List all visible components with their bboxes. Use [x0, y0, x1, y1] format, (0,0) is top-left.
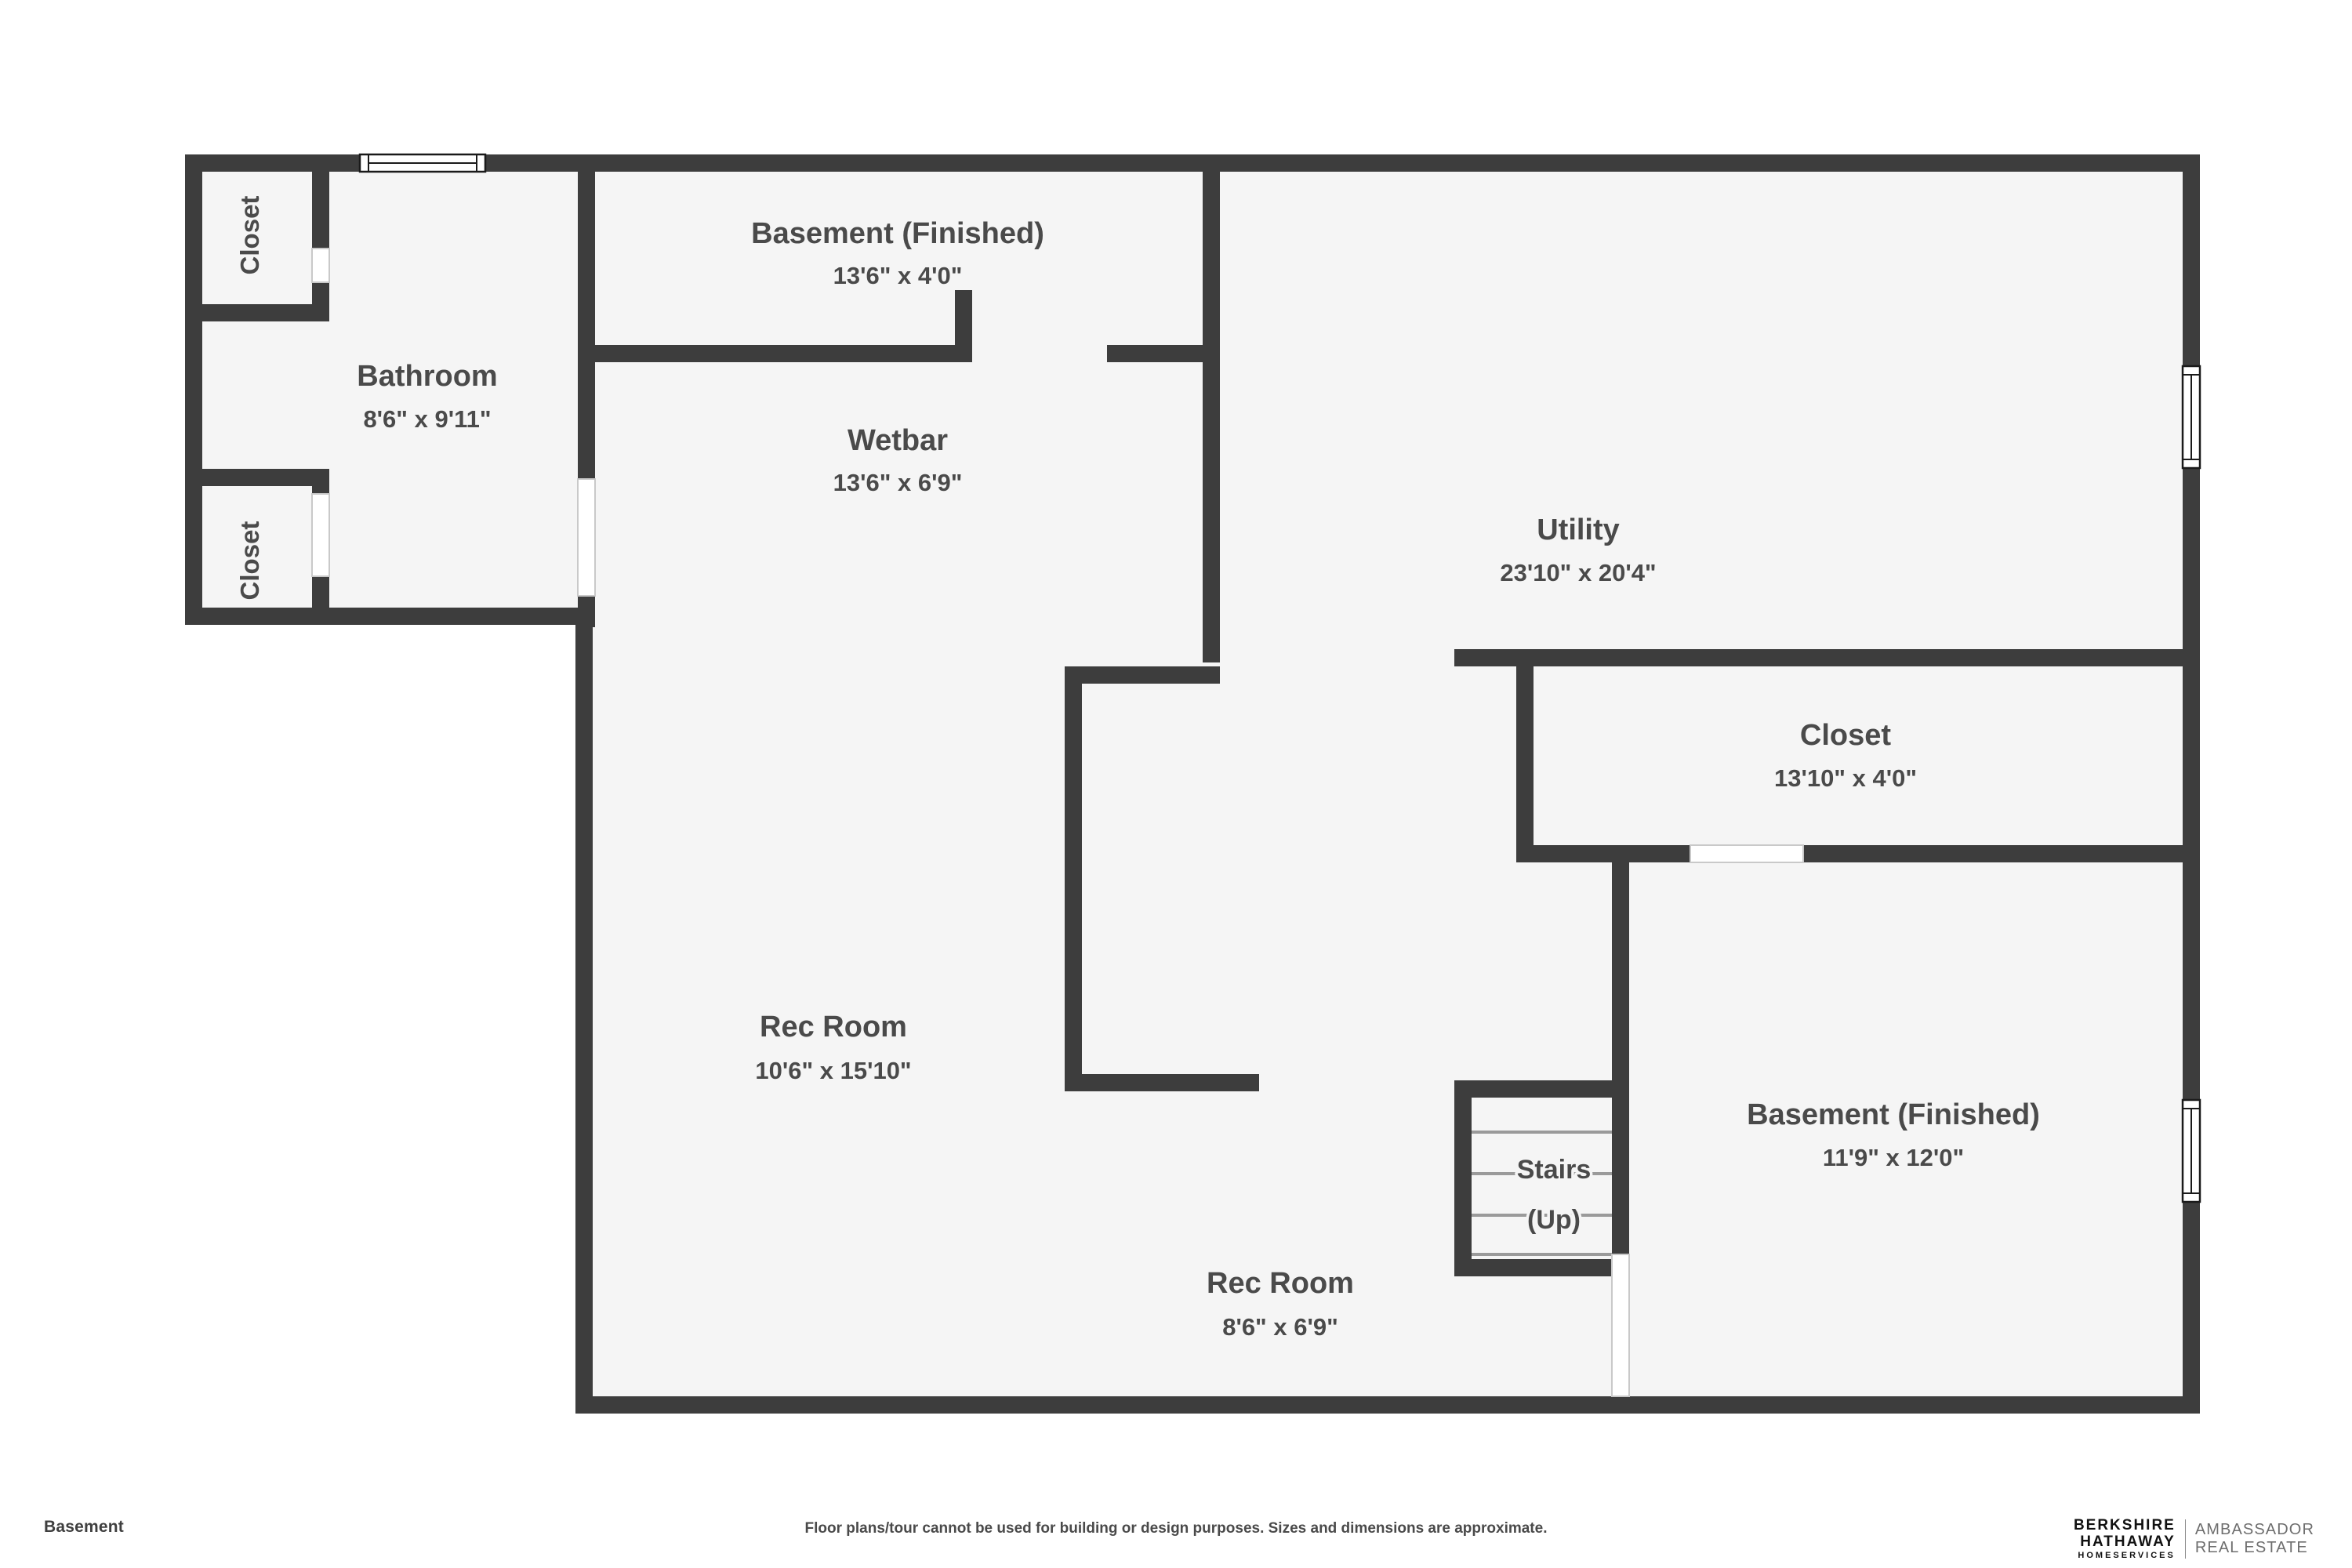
wall-outer-bottom-left-arm: [185, 608, 593, 625]
brand-divider: [2184, 1519, 2186, 1559]
wall-center-c-top: [1065, 666, 1220, 684]
wall-bathroom-right-lower: [578, 596, 595, 627]
wall-outer-left-lower: [575, 608, 593, 1414]
room-labels: Closet Closet Bathroom 8'6" x 9'11" Base…: [233, 193, 2043, 1343]
room-label-basement-finished-top: Basement (Finished): [751, 217, 1044, 250]
berkshire-hathaway-wordmark: BERKSHIRE HATHAWAY HOMESERVICES: [2073, 1517, 2176, 1561]
wall-basement-top-strip-stub: [955, 290, 972, 362]
walls: [185, 154, 2200, 1414]
door-openings: [311, 248, 1804, 1397]
wall-bathroom-right-upper: [578, 154, 595, 479]
window-right-upper: [2181, 365, 2201, 470]
room-label-closet-top: Closet: [235, 196, 264, 275]
door-stairs-exit: [1611, 1254, 1630, 1397]
wall-outer-top-left: [185, 154, 320, 172]
door-bathroom: [577, 478, 596, 597]
wall-outer-right: [2183, 154, 2200, 1414]
floor-fills: [185, 161, 2183, 1407]
room-dims-bathroom: 8'6" x 9'11": [363, 405, 491, 433]
brand-line-1: BERKSHIRE: [2073, 1517, 2176, 1534]
floor-main: [185, 161, 2183, 1407]
room-dims-rec-room-small: 8'6" x 6'9": [1222, 1313, 1338, 1341]
wall-closet-bottom-right-lower: [312, 576, 329, 625]
wall-stairs-left: [1454, 1080, 1472, 1267]
wall-outer-left: [185, 154, 202, 625]
room-label-rec-room-small: Rec Room: [1207, 1267, 1354, 1300]
room-dims-utility: 23'10" x 20'4": [1500, 559, 1656, 586]
room-dims-basement-finished-bottom: 11'9" x 12'0": [1823, 1144, 1964, 1171]
wall-closet-top-right: [312, 154, 329, 249]
room-dims-rec-room-large: 10'6" x 15'10": [755, 1057, 911, 1084]
wall-utility-closet-top: [1454, 649, 2183, 666]
stairs-label-line2: (Up): [1527, 1205, 1581, 1235]
wall-lower-basement-left-mid: [1612, 1082, 1629, 1254]
wall-outer-top-right: [320, 154, 2200, 172]
wall-wetbar-top-stub: [1107, 345, 1217, 362]
wall-closet-bottom-top: [185, 469, 329, 486]
wall-basement-top-strip-bottom: [593, 345, 972, 362]
wall-closet-bottom-right-upper: [312, 469, 329, 494]
wall-center-vertical-upper: [1203, 161, 1220, 662]
wall-lower-basement-left-upper: [1612, 855, 1629, 1082]
ambassador-wordmark: AMBASSADOR REAL ESTATE: [2195, 1521, 2314, 1558]
level-label: Basement: [44, 1518, 124, 1536]
room-dims-basement-finished-top: 13'6" x 4'0": [833, 262, 963, 289]
room-label-utility: Utility: [1537, 514, 1620, 546]
window-right-lower: [2181, 1098, 2201, 1203]
brand-line-3: HOMESERVICES: [2078, 1551, 2176, 1561]
wall-utility-closet-left: [1516, 649, 1534, 861]
door-utility-closet: [1690, 844, 1804, 863]
brand-line-2: HATHAWAY: [2080, 1533, 2176, 1550]
wall-stairs-top: [1454, 1080, 1628, 1098]
room-label-rec-room-large: Rec Room: [760, 1011, 907, 1044]
room-label-closet-utility: Closet: [1800, 719, 1891, 752]
partner-line-2: REAL ESTATE: [2194, 1539, 2308, 1557]
wall-center-c-bottom: [1065, 1074, 1259, 1091]
wall-outer-bottom: [575, 1396, 2200, 1414]
partner-line-1: AMBASSADOR: [2194, 1520, 2314, 1538]
wall-center-c-left: [1065, 666, 1082, 1091]
window-top: [358, 153, 487, 173]
windows: [358, 153, 2201, 1203]
door-closet-top: [311, 248, 330, 283]
wall-stairs-bottom: [1454, 1259, 1628, 1276]
stairs-label-line1: Stairs: [1517, 1155, 1592, 1185]
room-label-bathroom: Bathroom: [357, 360, 497, 393]
room-label-wetbar: Wetbar: [848, 424, 948, 457]
wall-closet-top-bottom: [185, 304, 329, 321]
wall-utility-closet-bottom-left: [1516, 845, 1690, 862]
brokerage-logo: BERKSHIRE HATHAWAY HOMESERVICES AMBASSAD…: [2073, 1517, 2314, 1561]
room-label-basement-finished-bottom: Basement (Finished): [1747, 1098, 2040, 1131]
room-label-closet-bottom: Closet: [235, 521, 264, 601]
door-closet-bottom: [311, 493, 330, 577]
wall-utility-closet-bottom-right: [1803, 845, 2184, 862]
stair-treads: [1472, 1131, 1612, 1256]
room-dims-closet-utility: 13'10" x 4'0": [1774, 764, 1917, 792]
room-dims-wetbar: 13'6" x 6'9": [833, 469, 963, 496]
disclaimer-text: Floor plans/tour cannot be used for buil…: [804, 1520, 1548, 1537]
